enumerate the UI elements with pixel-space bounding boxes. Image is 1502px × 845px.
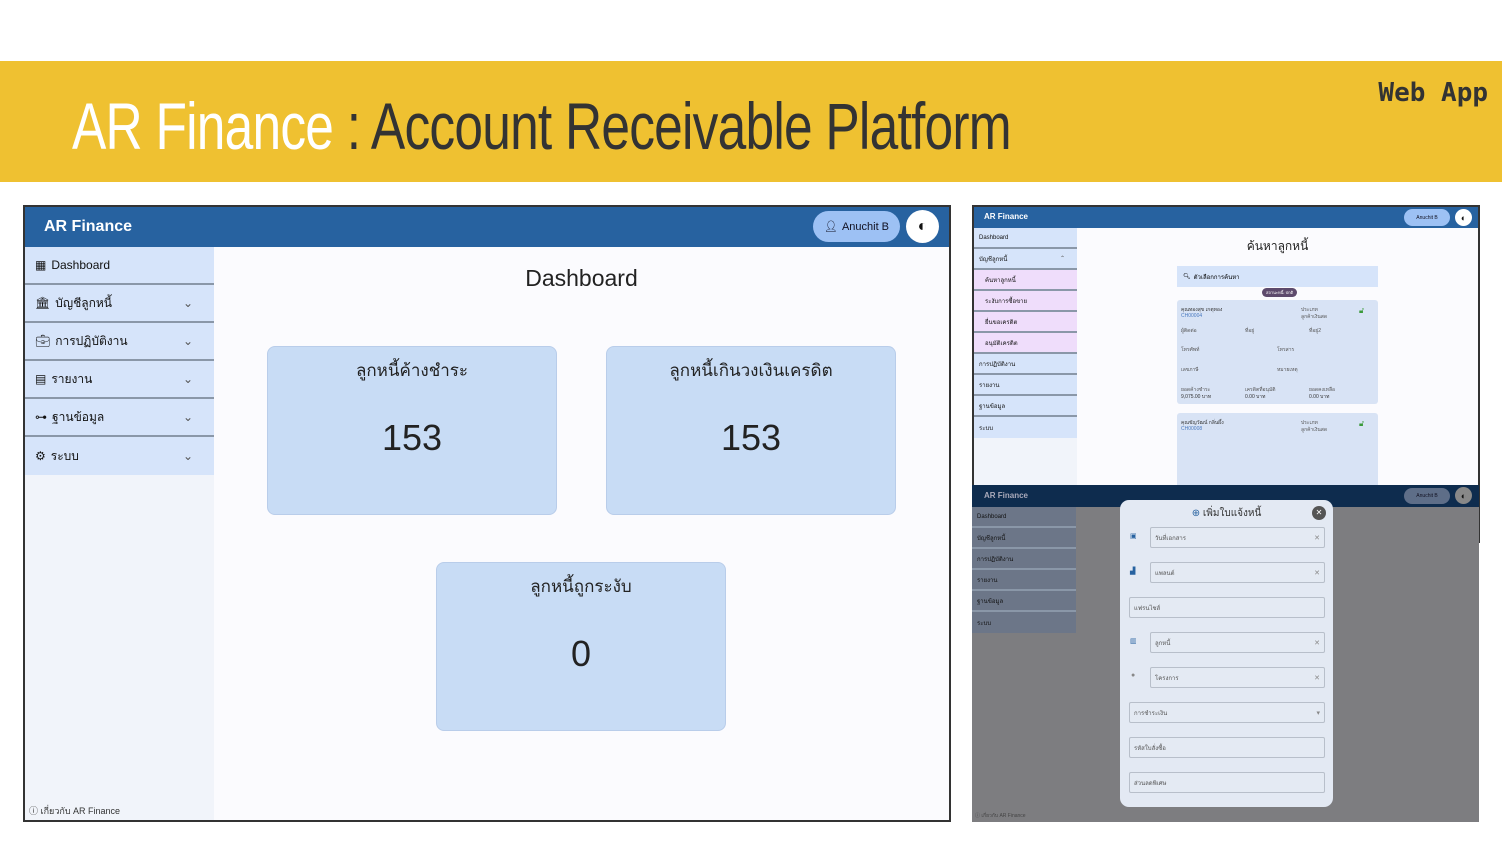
about-link[interactable]: ⓘ เกี่ยวกับ AR Finance bbox=[29, 806, 121, 816]
chevron-up-icon: ⌃ bbox=[1060, 256, 1066, 262]
debtor-field[interactable]: ลูกหนี้✕ bbox=[1150, 632, 1325, 653]
modal-title: ⊕ เพิ่มใบแจ้งหนี้ bbox=[1191, 508, 1262, 519]
sidebar-item-database[interactable]: ฐานข้อมูล bbox=[972, 591, 1076, 612]
chevron-down-icon: ⌄ bbox=[183, 372, 194, 386]
about-link[interactable]: ⓘ เกี่ยวกับ AR Finance bbox=[975, 813, 1026, 819]
clear-icon[interactable]: ✕ bbox=[1314, 674, 1320, 682]
location-pin-icon: ● bbox=[1131, 672, 1136, 679]
sidebar-item-database[interactable]: ⊶ฐานข้อมูล⌄ bbox=[25, 399, 214, 437]
add-invoice-modal: ⊕ เพิ่มใบแจ้งหนี้ ✕ ▣ วันที่เอกสาร✕ ▟ แพ… bbox=[1120, 500, 1333, 807]
database-icon: ⊶ bbox=[35, 410, 47, 424]
app-name: AR Finance bbox=[44, 218, 133, 235]
chevron-down-icon: ⌄ bbox=[183, 334, 194, 348]
add-circle-icon: ⊕ bbox=[1191, 508, 1201, 519]
sidebar-item-dashboard[interactable]: Dashboard bbox=[974, 228, 1077, 249]
settings-icon: ⚙︎ bbox=[35, 449, 46, 463]
payment-select[interactable]: การชำระเงิน▾ bbox=[1129, 702, 1325, 723]
lock-open-icon: 🔓︎ bbox=[1359, 306, 1365, 315]
chevron-down-icon: ⌄ bbox=[183, 449, 194, 463]
user-icon: 👤︎ bbox=[823, 221, 838, 233]
building-icon: ▥ bbox=[1130, 638, 1137, 645]
theme-toggle-moon-icon[interactable]: ◐ bbox=[1455, 487, 1472, 504]
submenu-credit-request[interactable]: ยื่นขอเครดิต bbox=[974, 312, 1077, 333]
dashboard-screenshot: AR Finance 👤︎Anuchit B ◐ ▦Dashboard 🏛︎บั… bbox=[23, 205, 951, 822]
sidebar-item-operations[interactable]: การปฏิบัติงาน bbox=[974, 354, 1077, 375]
search-icon: 🔍︎ bbox=[1183, 274, 1191, 280]
briefcase-icon: 💼︎ bbox=[35, 334, 51, 348]
slide-title: AR Finance : Account Receivable Platform bbox=[72, 89, 1012, 163]
type-label: ประเภท bbox=[1301, 420, 1318, 426]
sidebar-item-dashboard[interactable]: Dashboard bbox=[972, 507, 1076, 528]
sidebar-item-system[interactable]: ⚙︎ระบบ⌄ bbox=[25, 437, 214, 475]
report-icon: ▤ bbox=[35, 372, 47, 386]
calendar-icon: ▣ bbox=[1130, 533, 1137, 540]
sidebar-item-database[interactable]: ฐานข้อมูล bbox=[974, 396, 1077, 417]
sidebar-item-reports[interactable]: รายงาน bbox=[974, 375, 1077, 396]
sidebar-item-reports[interactable]: ▤รายงาน⌄ bbox=[25, 361, 214, 399]
dashboard-icon: ▦ bbox=[35, 258, 47, 272]
clear-icon[interactable]: ✕ bbox=[1314, 534, 1320, 542]
close-icon[interactable]: ✕ bbox=[1312, 506, 1326, 520]
theme-toggle-moon-icon[interactable]: ◐ bbox=[906, 210, 939, 243]
type-label: ประเภท bbox=[1301, 307, 1318, 313]
debtor-card[interactable]: คุณทองสุข เกตุทอง CH00004 ประเภท ลูกค้าเ… bbox=[1177, 300, 1378, 404]
sidebar-item-accounts[interactable]: บัญชีลูกหนี้⌃ bbox=[974, 249, 1077, 270]
user-button[interactable]: Anuchit B bbox=[1404, 209, 1450, 226]
status-badge: สถานะหนี้: ปกติ bbox=[1262, 288, 1298, 297]
sidebar-item-system[interactable]: ระบบ bbox=[974, 417, 1077, 438]
document-date-field[interactable]: วันที่เอกสาร✕ bbox=[1150, 527, 1325, 548]
sidebar-item-operations[interactable]: การปฏิบัติงาน bbox=[972, 549, 1076, 570]
chevron-down-icon: ⌄ bbox=[183, 410, 194, 424]
bank-icon: 🏛︎ bbox=[35, 296, 51, 310]
sidebar-item-system[interactable]: ระบบ bbox=[972, 612, 1076, 633]
app-header: AR Finance Anuchit B ◐ bbox=[972, 485, 1479, 507]
app-header: AR Finance Anuchit B ◐ bbox=[974, 207, 1478, 228]
sidebar-item-reports[interactable]: รายงาน bbox=[972, 570, 1076, 591]
title-banner bbox=[0, 61, 1502, 182]
sidebar-item-accounts[interactable]: 🏛︎บัญชีลูกหนี้⌄ bbox=[25, 285, 214, 323]
app-header: AR Finance 👤︎Anuchit B ◐ bbox=[25, 207, 949, 247]
page-title: ค้นหาลูกหนี้ bbox=[1246, 239, 1309, 253]
chevron-down-icon: ⌄ bbox=[183, 296, 194, 310]
add-invoice-screenshot: AR Finance Anuchit B ◐ Dashboard บัญชีลู… bbox=[972, 485, 1479, 822]
submenu-credit-approve[interactable]: อนุมัติเครดิต bbox=[974, 333, 1077, 354]
search-options-toggle[interactable]: 🔍︎ตัวเลือกการค้นหา bbox=[1177, 266, 1378, 287]
special-discount-field[interactable]: ส่วนลดพิเศษ bbox=[1129, 772, 1325, 793]
lock-open-icon: 🔓︎ bbox=[1359, 419, 1365, 428]
submenu-suspend-trading[interactable]: ระงับการซื้อขาย bbox=[974, 291, 1077, 312]
web-app-tag: Web App bbox=[1378, 78, 1488, 108]
page-title: Dashboard bbox=[525, 265, 638, 291]
dropdown-arrow-icon: ▾ bbox=[1316, 709, 1320, 717]
theme-toggle-moon-icon[interactable]: ◐ bbox=[1455, 209, 1472, 226]
user-button[interactable]: Anuchit B bbox=[1404, 488, 1450, 504]
plant-field[interactable]: แพลนต์✕ bbox=[1150, 562, 1325, 583]
factory-icon: ▟ bbox=[1130, 568, 1136, 575]
sidebar: ▦Dashboard 🏛︎บัญชีลูกหนี้⌄ 💼︎การปฏิบัติง… bbox=[25, 247, 214, 820]
sidebar-item-operations[interactable]: 💼︎การปฏิบัติงาน⌄ bbox=[25, 323, 214, 361]
sidebar-item-dashboard[interactable]: ▦Dashboard bbox=[25, 247, 214, 285]
purchase-order-field[interactable]: รหัสใบสั่งซื้อ bbox=[1129, 737, 1325, 758]
search-screenshot: AR Finance Anuchit B ◐ Dashboard บัญชีลู… bbox=[972, 205, 1480, 543]
submenu-search-debtor[interactable]: ค้นหาลูกหนี้ bbox=[974, 270, 1077, 291]
clear-icon[interactable]: ✕ bbox=[1314, 569, 1320, 577]
project-field[interactable]: โครงการ✕ bbox=[1150, 667, 1325, 688]
sidebar: Dashboard บัญชีลูกหนี้ การปฏิบัติงาน ราย… bbox=[972, 507, 1076, 633]
user-button[interactable]: 👤︎Anuchit B bbox=[813, 211, 900, 242]
sidebar-item-accounts[interactable]: บัญชีลูกหนี้ bbox=[972, 528, 1076, 549]
franchise-field[interactable]: แฟรนไชส์ bbox=[1129, 597, 1325, 618]
clear-icon[interactable]: ✕ bbox=[1314, 639, 1320, 647]
sidebar: Dashboard บัญชีลูกหนี้⌃ ค้นหาลูกหนี้ ระง… bbox=[974, 228, 1077, 541]
